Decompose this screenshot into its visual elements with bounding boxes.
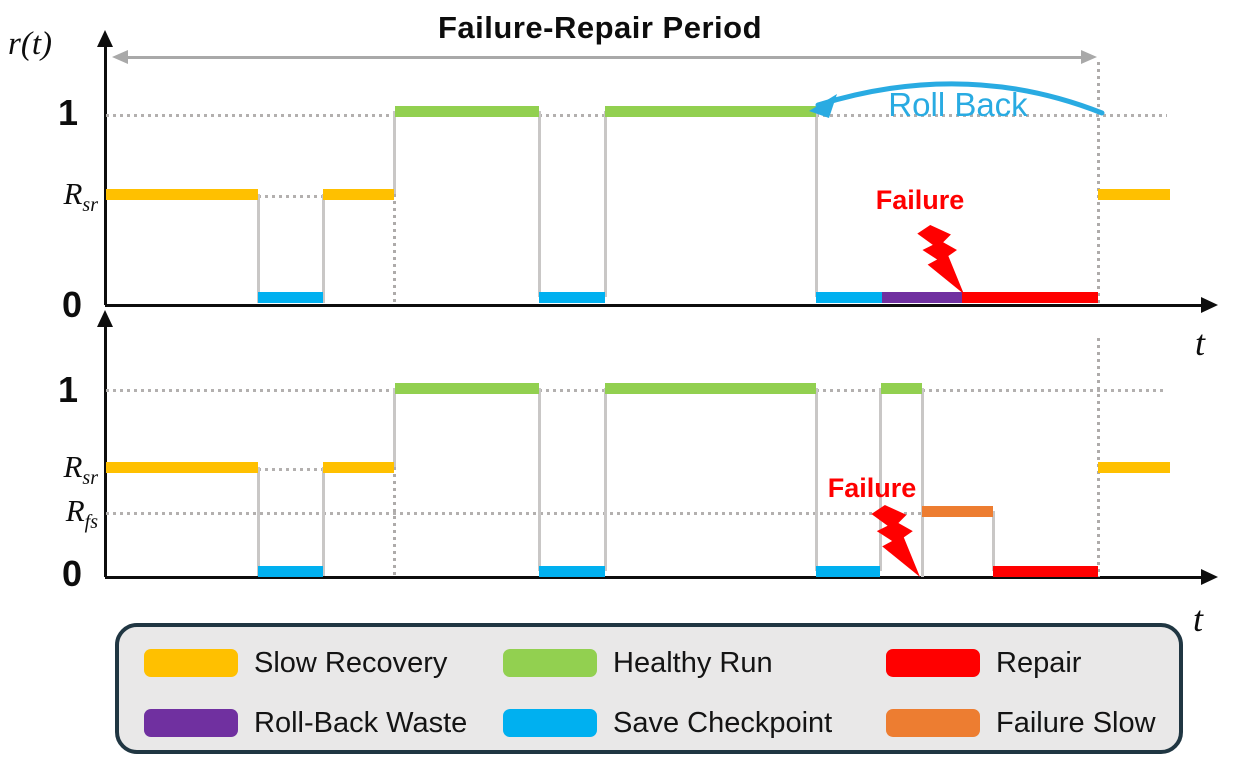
tick-rsr-top: Rsr — [28, 176, 98, 217]
tick-one-top: 1 — [57, 92, 78, 133]
period-arrow-right-head — [1081, 50, 1097, 64]
legend-item-repair: Repair — [886, 647, 1179, 680]
legend-item-failure-slow: Failure Slow — [886, 707, 1179, 740]
y-axis-line — [104, 44, 107, 305]
failure-slow-swatch — [886, 709, 980, 737]
legend-label-slow-recovery: Slow Recovery — [254, 646, 448, 679]
rfs-base: R — [65, 493, 85, 528]
roll-back-arrow — [809, 81, 1105, 118]
legend-item-save-checkpoint: Save Checkpoint — [503, 707, 886, 740]
failure-bolt-icon-bottom — [871, 505, 920, 577]
dotted-guide-line — [106, 511, 922, 515]
y-axis-line — [104, 324, 107, 577]
save-checkpoint-swatch — [503, 709, 597, 737]
step-connector-line — [603, 388, 607, 571]
tick-rfs-bottom: Rfs — [28, 493, 98, 534]
segment-healthy-run — [881, 382, 922, 394]
dotted-guide-line — [539, 388, 605, 392]
repair-swatch — [886, 649, 980, 677]
segment-repair — [962, 291, 1098, 303]
segment-slow-recovery — [1098, 188, 1170, 200]
y-axis-arrowhead — [97, 310, 113, 327]
legend-label-repair: Repair — [996, 646, 1082, 679]
segment-save-checkpoint — [258, 565, 323, 577]
legend-label-healthy-run: Healthy Run — [613, 646, 773, 679]
segment-healthy-run — [395, 382, 539, 394]
failure-bolt-icon-top — [917, 225, 964, 294]
x-axis-line — [105, 303, 1205, 307]
dotted-guide-line — [106, 113, 395, 117]
dotted-guide-line — [258, 194, 323, 198]
roll-back-waste-swatch — [144, 709, 238, 737]
segment-slow-recovery — [323, 188, 394, 200]
segment-save-checkpoint — [816, 291, 882, 303]
rfs-sub: fs — [84, 511, 98, 534]
period-arrow-line — [126, 56, 1082, 59]
x-axis-arrowhead — [1201, 569, 1218, 585]
step-connector-line — [321, 194, 325, 303]
step-connector-line — [603, 111, 607, 297]
dotted-guide-line — [258, 467, 323, 471]
x-axis-arrowhead — [1201, 297, 1218, 313]
step-connector-line — [991, 511, 995, 571]
x-axis-label-top: t — [1195, 323, 1206, 363]
step-connector-line — [256, 467, 260, 576]
segment-save-checkpoint — [539, 565, 605, 577]
step-connector-line — [392, 111, 396, 194]
legend-label-failure-slow: Failure Slow — [996, 706, 1156, 739]
rsr-base: R — [63, 449, 83, 484]
legend-item-roll-back-waste: Roll-Back Waste — [144, 707, 503, 740]
segment-healthy-run — [395, 105, 539, 117]
step-connector-line — [392, 388, 396, 467]
y-axis-label: r(t) — [8, 26, 52, 62]
step-connector-line — [537, 388, 541, 571]
step-connector-line — [1096, 338, 1100, 577]
y-axis-arrowhead — [97, 30, 113, 47]
dotted-guide-line — [106, 388, 395, 392]
step-connector-line — [537, 111, 541, 297]
legend-item-slow-recovery: Slow Recovery — [144, 647, 503, 680]
tick-rsr-bottom: Rsr — [28, 449, 98, 490]
rsr-sub: sr — [82, 467, 98, 490]
tick-zero-bottom: 0 — [61, 553, 82, 594]
tick-one-bottom: 1 — [57, 369, 78, 410]
segment-save-checkpoint — [539, 291, 605, 303]
x-axis-line — [105, 575, 1205, 579]
legend-label-roll-back-waste: Roll-Back Waste — [254, 706, 468, 739]
segment-healthy-run — [605, 382, 816, 394]
legend-label-save-checkpoint: Save Checkpoint — [613, 706, 833, 739]
dotted-guide-line — [539, 113, 605, 117]
rsr-sub: sr — [82, 194, 98, 217]
segment-failure-slow — [922, 505, 993, 517]
healthy-run-swatch — [503, 649, 597, 677]
step-connector-line — [814, 111, 818, 297]
failure-label-top: Failure — [875, 185, 965, 215]
slow-recovery-swatch — [144, 649, 238, 677]
step-connector-line — [392, 467, 396, 575]
step-connector-line — [321, 467, 325, 576]
segment-repair — [993, 565, 1098, 577]
roll-back-label: Roll Back — [888, 86, 1028, 123]
step-connector-line — [392, 194, 396, 302]
segment-slow-recovery — [106, 188, 258, 200]
dotted-guide-line — [816, 388, 881, 392]
segment-slow-recovery — [106, 461, 258, 473]
legend-item-healthy-run: Healthy Run — [503, 647, 886, 680]
failure-label-bottom: Failure — [827, 473, 917, 503]
figure-title: Failure-Repair Period — [437, 10, 763, 45]
segment-healthy-run — [605, 105, 816, 117]
segment-save-checkpoint — [258, 291, 323, 303]
tick-zero-top: 0 — [61, 284, 82, 325]
segment-slow-recovery — [323, 461, 394, 473]
step-connector-line — [256, 194, 260, 303]
x-axis-label-bottom: t — [1193, 599, 1204, 639]
rsr-base: R — [63, 176, 83, 211]
dotted-guide-line — [922, 388, 1167, 392]
segment-slow-recovery — [1098, 461, 1170, 473]
period-arrow-left-head — [112, 50, 128, 64]
